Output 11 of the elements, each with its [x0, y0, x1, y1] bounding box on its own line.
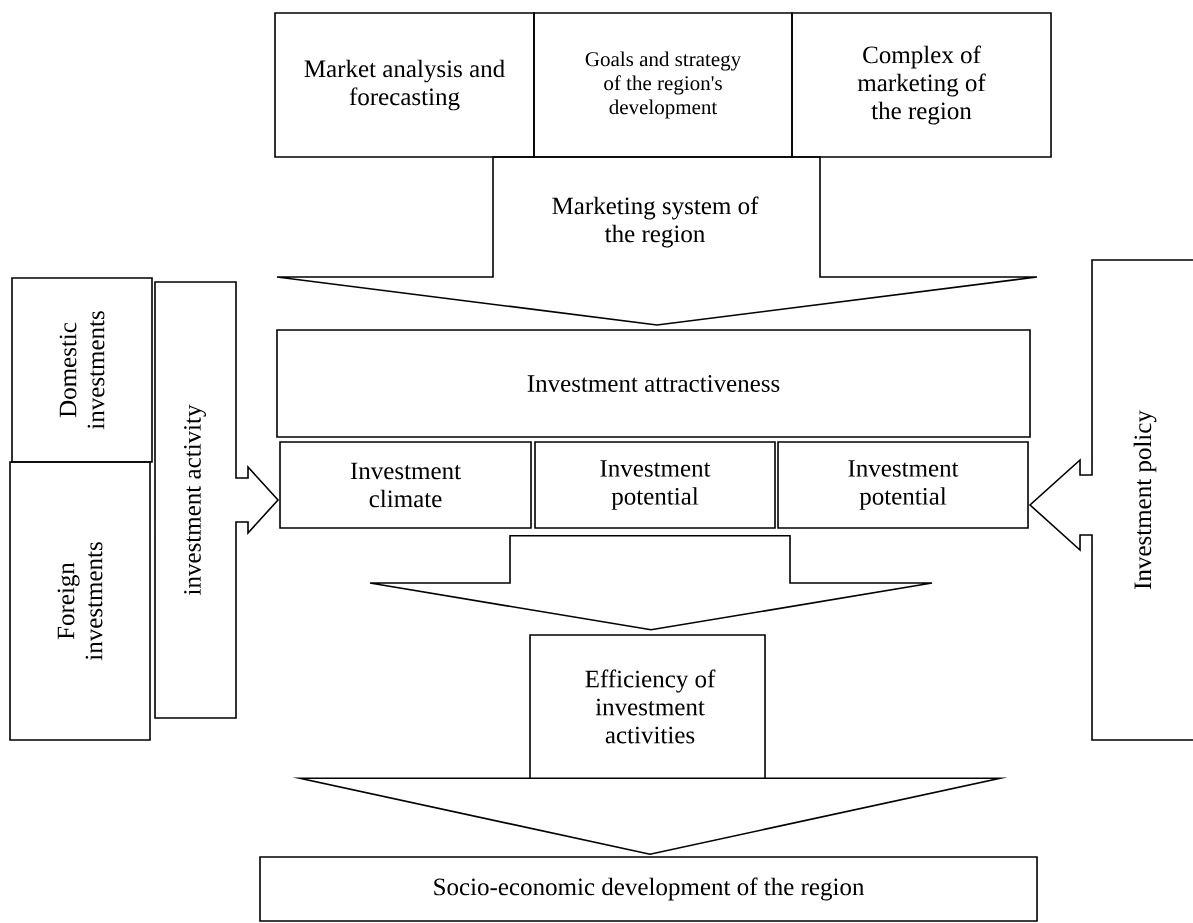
text-box: Investment attractiveness — [276, 329, 1031, 438]
text-box: Complex of marketing of the region — [791, 12, 1052, 158]
text-box: Goals and strategy of the region's development — [533, 12, 793, 158]
block-arrow — [369, 535, 933, 631]
vertical-text-box: Domestic investments — [11, 277, 153, 463]
text-box: Investment climate — [279, 441, 532, 529]
text-box: Investment potential — [777, 441, 1029, 529]
text-box: Market analysis and forecasting — [274, 12, 535, 158]
vertical-text-box: Foreign investments — [9, 461, 151, 741]
text-box: Socio-economic development of the region — [259, 856, 1038, 922]
text-box: Investment potential — [534, 441, 776, 529]
